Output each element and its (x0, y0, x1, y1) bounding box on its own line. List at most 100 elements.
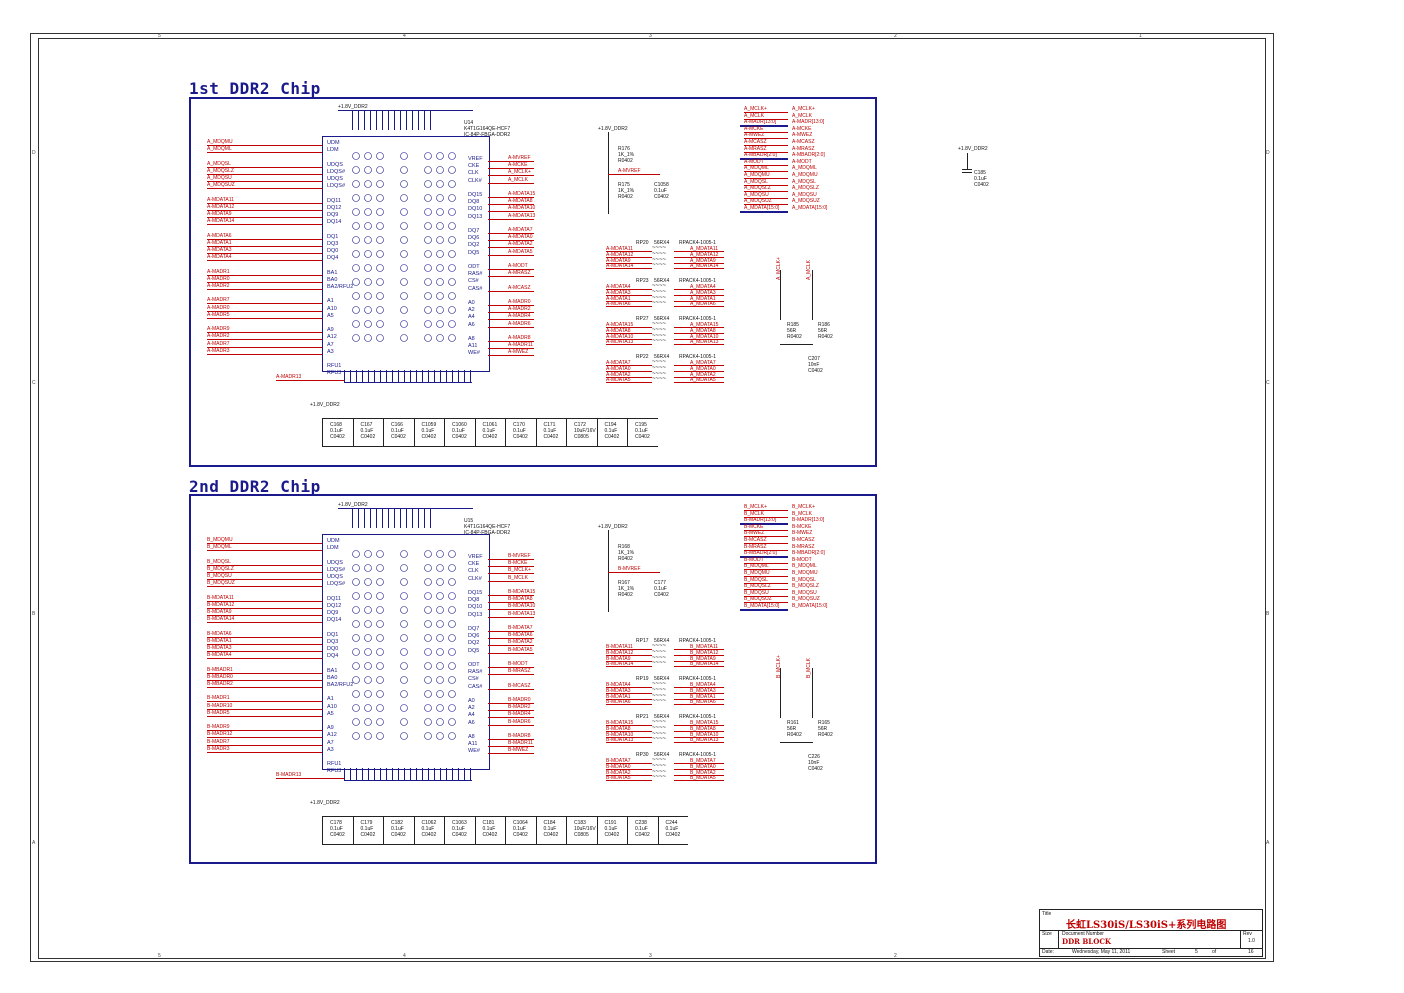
chip2-rpin-25: A8 (468, 734, 475, 740)
chip1-decap-3-wire (413, 418, 415, 446)
chip2-toppin-12 (424, 508, 425, 528)
chip1-rnet-27: A-MWEZ (508, 349, 529, 356)
chip2-rpin-0: VREF (468, 554, 483, 560)
chip1-ball (436, 152, 444, 160)
chip2-term-rbv: 56R (818, 726, 828, 732)
chip2-decap-3-pkg: C0402 (421, 832, 437, 838)
chip1-ball (376, 320, 384, 328)
chip1-port-left-13: A_MDQSU (744, 191, 769, 198)
chip2-lpin-23: A10 (327, 703, 337, 710)
chip1-rpin-13: DQ5 (468, 249, 480, 256)
chip2-rp-2-res-3: ~~~~ (652, 736, 667, 743)
chip2-rp-2-l-2: B-MDATA10 (606, 731, 634, 738)
chip1-rnetline-13 (488, 254, 534, 256)
chip1-power: +1.8V_DDR2 (338, 104, 368, 110)
chip2-lpin-16: DQ4 (327, 653, 339, 660)
chip2-ball (376, 550, 384, 558)
chip2-lpin-13: DQ1 (327, 631, 339, 638)
chip1-term-rav: 56R (787, 328, 797, 334)
chip1-ball (448, 320, 456, 328)
chip2-lpin-6: LDQS# (327, 581, 346, 588)
chip2-rp-3-res-2: ~~~~ (652, 768, 667, 775)
chip2-port-left-2: B-MADR[13:0] (744, 517, 777, 524)
chip2-lpin-11: DQ14 (327, 617, 342, 624)
chip2-port-right-9: B_MDQML (792, 563, 817, 570)
chip1-rp-2-l-0: A-MDATA15 (606, 322, 634, 328)
chip1-rnetline-26 (488, 348, 534, 350)
chip1-rp-1-lline-1 (606, 294, 652, 296)
chip1-ball (352, 152, 360, 160)
zone-top-2: 2 (894, 33, 897, 39)
chip2-ball (376, 676, 384, 684)
chip1-port-line-6 (744, 151, 788, 153)
chip1-botpin-2 (356, 370, 357, 382)
chip1-lnetline-18 (207, 274, 322, 276)
chip1-toppin-12 (424, 110, 425, 130)
chip1-lnetline-28 (207, 346, 322, 348)
chip2-botpin-15 (434, 768, 435, 780)
chip1-rp-1-part: RPACK4-1005-1 (679, 278, 716, 284)
chip2-decap-10-ref: C238 (635, 820, 647, 826)
chip2-ball (424, 648, 432, 656)
chip2-lpin-15: DQ0 (327, 646, 339, 652)
chip1-port-line-8 (744, 164, 788, 166)
chip1-ball (400, 250, 408, 258)
chip1-decap-9-wire (596, 418, 598, 446)
chip2-lnetline-14 (207, 643, 322, 645)
chip2-rp-1-l-1: B-MDATA3 (606, 687, 631, 694)
chip2-lpin-10: DQ9 (327, 610, 339, 616)
chip1-port-left-9: A_MDQML (744, 165, 769, 172)
chip2-ball (352, 690, 360, 698)
chip1-decap-1-wire (352, 418, 354, 446)
chip2-rnet-8: B-MDATA13 (508, 610, 536, 617)
chip2-lnetline-15 (207, 651, 322, 652)
chip2-ball-grid (352, 550, 456, 740)
chip1-botpin-16 (440, 370, 441, 382)
chip2-decap-9-ref: C191 (604, 820, 617, 826)
chip1-vref-r1v: 1K_1% (618, 152, 635, 158)
chip2-rp-2-lline-0 (606, 725, 652, 726)
chip2-lnet-29: B-MADR3 (207, 745, 230, 752)
chip1-ball (376, 194, 384, 202)
chip2-rp-1-lline-0 (606, 687, 652, 688)
chip1-lpin-11: DQ14 (327, 219, 342, 226)
chip2-ball (400, 690, 408, 698)
chip1-decap-3-pkg: C0402 (421, 434, 437, 440)
chip2-decap-4-val: 0.1uF (452, 826, 465, 832)
zone-right-D: D (1266, 150, 1270, 156)
chip2-rp-3-ref: RP30 (636, 752, 649, 758)
chip2-port-left-0: B_MCLK+ (744, 504, 767, 510)
chip2-lnetline-22 (207, 701, 322, 703)
chip1-rp-1-rline-3 (674, 306, 724, 308)
chip2-rnet-3: B_MCLK (508, 574, 529, 581)
chip1-decap-2-wire (383, 418, 384, 446)
chip1-rp-0-l-3: A-MDATA14 (606, 263, 634, 270)
chip1-lpin-23: A10 (327, 305, 337, 312)
chip2-rp-0-rline-1 (674, 654, 724, 656)
chip1-decap-4-ref: C1060 (452, 422, 467, 428)
chip2-rp-3-r-3: B_MDATA5 (690, 775, 716, 782)
chip1-decap-9-pkg: C0402 (604, 434, 620, 440)
chip1-decap-6-val: 0.1uF (513, 428, 526, 434)
chip1-botpin-21 (470, 370, 471, 382)
chip1-ball (448, 236, 456, 244)
chip2-port-right-4: B-MWEZ (792, 530, 813, 537)
chip1-ball (424, 320, 432, 328)
chip2-rnetline-12 (488, 645, 534, 647)
chip2-rnetline-8 (488, 616, 534, 618)
chip1-lnetline-23 (207, 310, 322, 312)
chip1-rp-3-l-2: A-MDATA2 (606, 371, 631, 378)
chip2-rnet-10: B-MDATA7 (508, 625, 533, 631)
chip1-rp-2-rline-2 (674, 338, 724, 340)
chip1-lnet-6: A_MDQSUZ (207, 182, 235, 189)
chip2-rp-2-lline-2 (606, 736, 652, 738)
chip1-decap-0-pkg: C0402 (330, 434, 345, 440)
chip2-ball (424, 550, 432, 558)
chip2-botpin-9 (398, 768, 399, 780)
chip1-rnet-16: A-MRASZ (508, 270, 531, 277)
chip2-rp-3-l-0: B-MDATA7 (606, 758, 631, 764)
chip1-ball (376, 166, 384, 174)
chip1-rp-2-r-0: A_MDATA15 (690, 322, 719, 328)
chip1-ball (364, 306, 372, 314)
chip2-port-left-10: B_MDQMU (744, 570, 770, 576)
